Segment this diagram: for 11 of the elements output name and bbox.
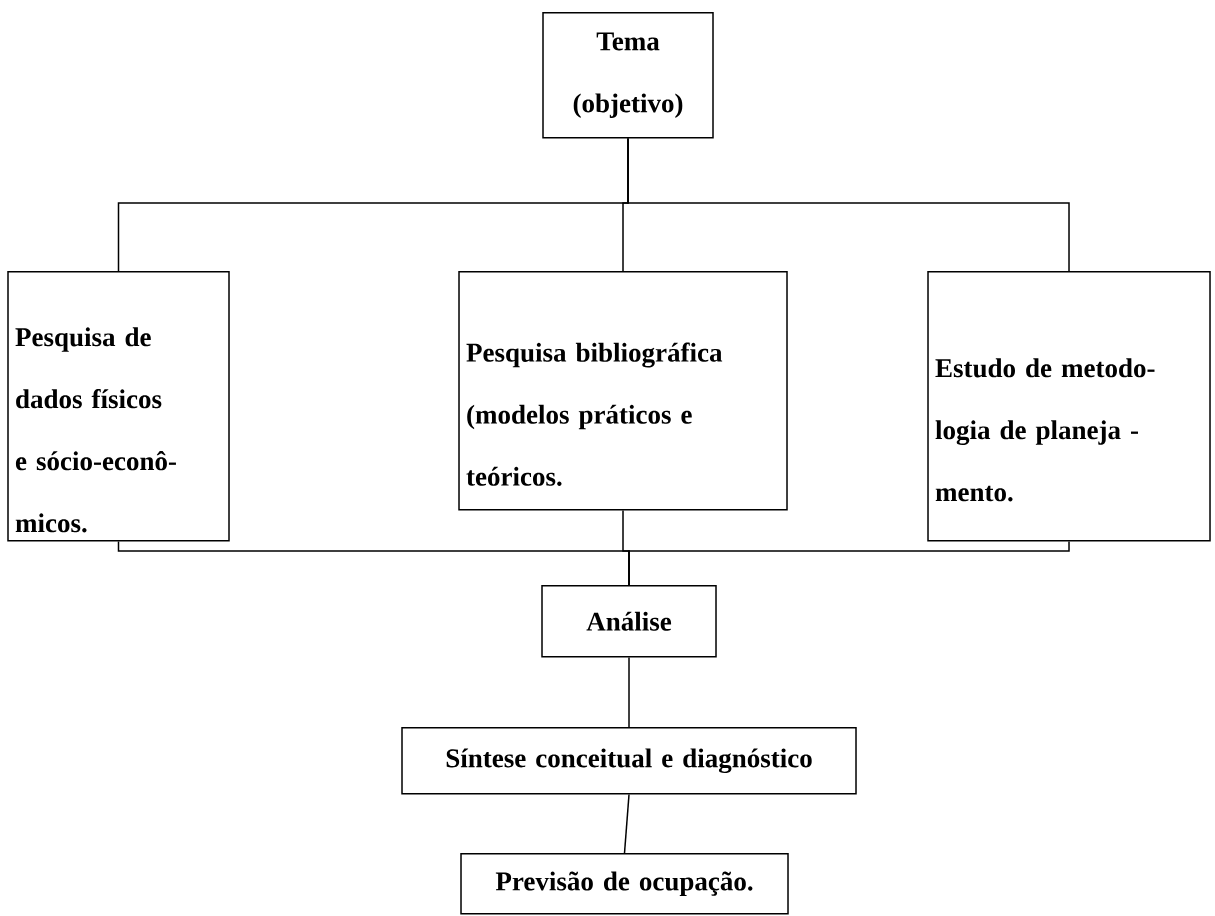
process-box: Tema (objetivo) (542, 12, 714, 139)
process-box: Previsão de ocupação. (460, 853, 789, 915)
process-box: Estudo de metodo- logia de planeja - mento. (927, 271, 1211, 542)
process-box: Análise (541, 585, 717, 658)
process-box: Pesquisa de dados físicos e sócio-econô- micos. (7, 271, 230, 542)
process-box: Pesquisa bibliográfica (modelos práticos e teóricos. (458, 271, 788, 511)
connector-line (628, 540, 1070, 586)
process-box: Síntese conceitual e diagnóstico (401, 727, 857, 795)
connector-line (628, 656, 630, 728)
connector-line (623, 793, 630, 854)
connector-line (627, 137, 1070, 272)
